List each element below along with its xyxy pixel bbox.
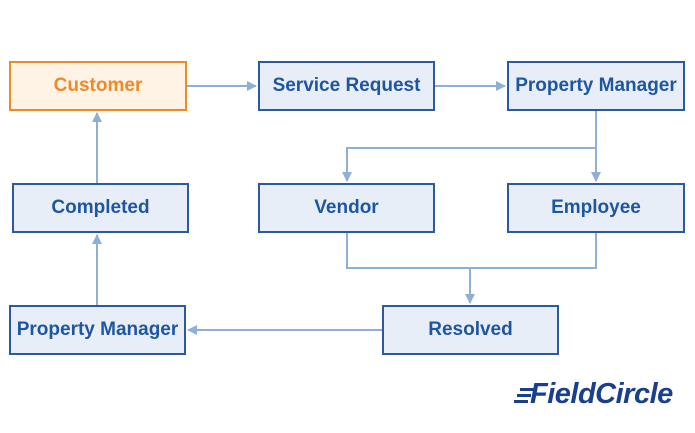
node-label: Property Manager <box>515 75 677 96</box>
arrow-property-manager-to-vendor <box>342 147 596 182</box>
fieldcircle-logo: FieldCircle <box>514 378 673 411</box>
node-resolved: Resolved <box>382 305 559 355</box>
line-employee-to-merge <box>470 233 597 269</box>
node-label: Completed <box>51 197 150 218</box>
node-label: Employee <box>551 197 641 218</box>
node-label: Customer <box>53 75 143 96</box>
speed-lines-icon <box>514 387 534 403</box>
line-vendor-to-merge <box>346 233 470 269</box>
node-property-manager-bottom: Property Manager <box>9 305 186 355</box>
node-customer: Customer <box>9 61 187 111</box>
node-service-request: Service Request <box>258 61 435 111</box>
node-completed: Completed <box>12 183 189 233</box>
node-vendor: Vendor <box>258 183 435 233</box>
node-label: Service Request <box>272 75 421 96</box>
node-label: Property Manager <box>16 319 179 340</box>
node-employee: Employee <box>507 183 685 233</box>
node-property-manager-top: Property Manager <box>507 61 685 111</box>
node-label: Vendor <box>314 197 379 218</box>
logo-text: FieldCircle <box>530 378 673 410</box>
node-label: Resolved <box>428 319 513 340</box>
